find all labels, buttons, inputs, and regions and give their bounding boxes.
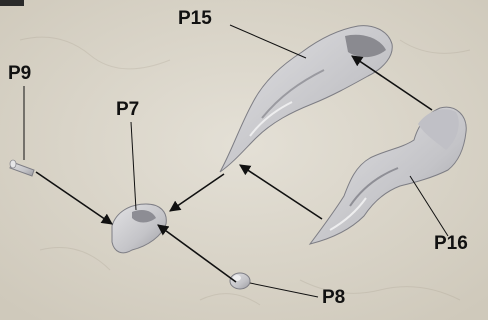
label-p15: P15 bbox=[178, 9, 212, 28]
label-p9: P9 bbox=[8, 64, 31, 83]
label-p16: P16 bbox=[434, 234, 468, 253]
corner-mark bbox=[0, 0, 24, 6]
label-p8: P8 bbox=[322, 288, 345, 307]
part-p8 bbox=[230, 273, 250, 289]
label-p7: P7 bbox=[116, 100, 139, 119]
